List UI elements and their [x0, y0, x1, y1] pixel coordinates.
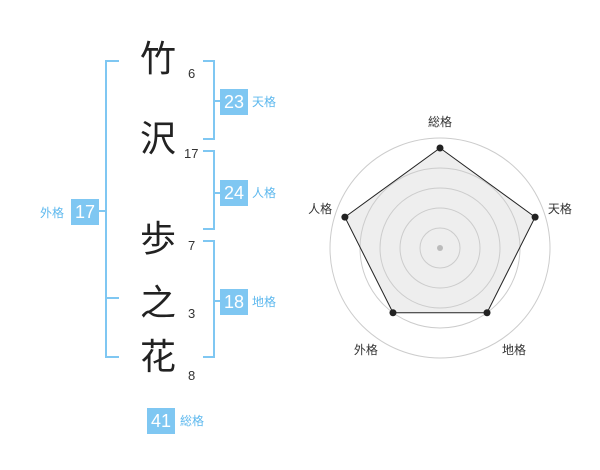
radar-outline: [344, 147, 536, 314]
radar-grid-ring-3: [379, 187, 501, 309]
radar-axis-label-5: 人格: [308, 201, 332, 216]
radar-center-dot: [437, 245, 443, 251]
gaikaku-badge: 17: [71, 199, 99, 225]
chikaku-bracket: [203, 240, 215, 358]
gaikaku-bracket-mid-tick: [105, 297, 119, 299]
stroke-count-3: 7: [188, 238, 196, 253]
tenkaku-label: 天格: [252, 95, 277, 109]
gaikaku-bracket: [105, 60, 119, 358]
radar-grid-ring-2: [399, 207, 481, 289]
radar-axis-label-3: 地格: [502, 342, 526, 357]
radar-point-2: [531, 213, 539, 221]
radar-point-5: [341, 213, 349, 221]
tenkaku-badge: 23: [220, 89, 248, 115]
tenkaku-connector: [213, 100, 221, 102]
jinkaku-badge: 24: [220, 180, 248, 206]
radar-point-1: [436, 144, 444, 152]
name-char-3: 歩: [139, 219, 176, 260]
gaikaku-connector: [99, 210, 107, 212]
radar-outer-ring: [329, 137, 551, 359]
radar-point-3: [483, 309, 491, 317]
name-char-1: 竹: [139, 39, 176, 80]
radar-axis-label-2: 天格: [548, 201, 572, 216]
radar-area: [344, 148, 536, 313]
jinkaku-bracket: [203, 150, 215, 230]
name-char-2: 沢: [139, 119, 176, 160]
radar-axis-label-4: 外格: [354, 342, 378, 357]
stroke-count-2: 17: [184, 146, 199, 161]
stroke-count-1: 6: [188, 66, 196, 81]
chikaku-label: 地格: [252, 295, 277, 309]
name-char-4: 之: [139, 283, 176, 324]
jinkaku-connector: [213, 192, 221, 194]
chikaku-connector: [213, 300, 221, 302]
name-char-5: 花: [139, 337, 176, 378]
radar-axis-label-1: 総格: [428, 114, 452, 129]
chikaku-badge: 18: [220, 289, 248, 315]
stroke-count-5: 8: [188, 368, 196, 383]
stroke-count-4: 3: [188, 306, 196, 321]
soukaku-badge: 41: [147, 408, 175, 434]
gaikaku-label: 外格: [40, 206, 65, 220]
soukaku-label: 総格: [180, 414, 205, 428]
radar-grid-ring-1: [419, 227, 461, 269]
radar-point-4: [389, 309, 397, 317]
jinkaku-label: 人格: [252, 186, 277, 200]
